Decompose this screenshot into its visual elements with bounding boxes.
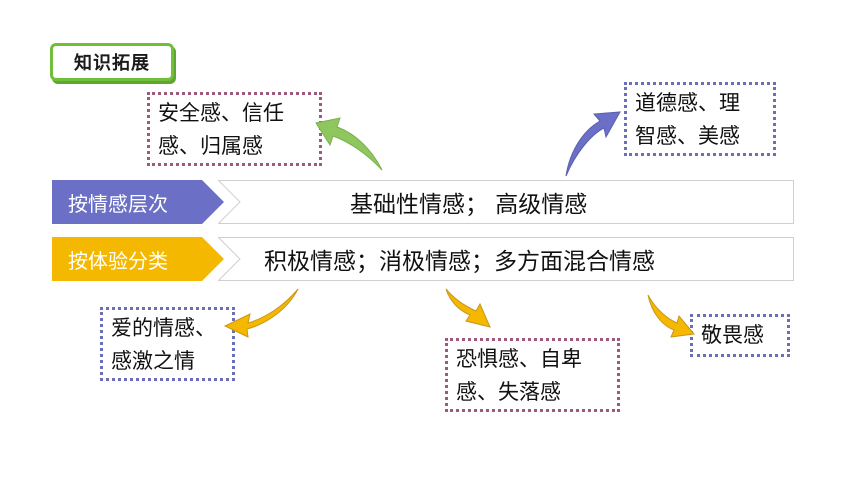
green-arrow bbox=[315, 117, 383, 171]
section-badge-label: 知识拓展 bbox=[74, 53, 150, 74]
box-moral-line2: 智感、美感 bbox=[635, 124, 740, 148]
box-awe: 敬畏感 bbox=[690, 314, 790, 357]
row-content-level: 基础性情感； 高级情感 bbox=[218, 180, 794, 224]
box-fear-inferiority-loss: 恐惧感、自卑 感、失落感 bbox=[445, 338, 620, 412]
box-moral-line1: 道德感、理 bbox=[635, 91, 740, 115]
gold-arrow-love bbox=[223, 288, 299, 338]
box-love-gratitude: 爱的情感、 感激之情 bbox=[100, 307, 235, 381]
row-label-experience: 按体验分类 bbox=[52, 237, 224, 281]
box-awe-line1: 敬畏感 bbox=[701, 323, 764, 347]
row-content-experience: 积极情感；消极情感；多方面混合情感 bbox=[218, 237, 794, 281]
box-fear-line1: 恐惧感、自卑 bbox=[456, 347, 582, 371]
box-love-line2: 感激之情 bbox=[111, 349, 195, 373]
gold-arrow-fear bbox=[445, 288, 491, 328]
row-content-experience-text: 积极情感；消极情感；多方面混合情感 bbox=[264, 249, 655, 275]
box-love-line1: 爱的情感、 bbox=[111, 316, 216, 340]
box-security-trust-belonging: 安全感、信任 感、归属感 bbox=[147, 92, 322, 166]
gold-arrow-awe bbox=[647, 294, 695, 338]
row-label-level: 按情感层次 bbox=[52, 180, 224, 224]
row-content-level-text: 基础性情感； 高级情感 bbox=[350, 192, 588, 218]
box-moral-rational-aesthetic: 道德感、理 智感、美感 bbox=[624, 82, 776, 156]
box-security-line1: 安全感、信任 bbox=[158, 101, 284, 125]
box-fear-line2: 感、失落感 bbox=[456, 380, 561, 404]
section-badge: 知识拓展 bbox=[50, 43, 174, 81]
bar-outline-level bbox=[218, 180, 794, 224]
bar-outline-experience bbox=[218, 237, 794, 281]
box-security-line2: 感、归属感 bbox=[158, 134, 263, 158]
blue-arrow bbox=[565, 111, 621, 177]
